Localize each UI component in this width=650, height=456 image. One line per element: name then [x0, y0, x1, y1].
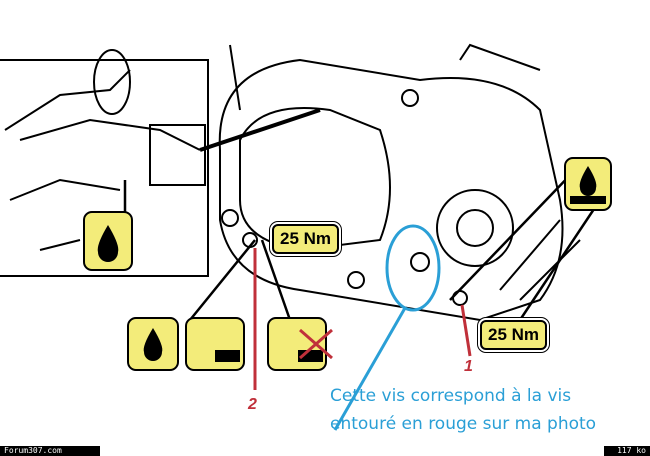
marker-1: 1 [464, 358, 473, 375]
inset-housing [149, 124, 206, 186]
seal-washer-icon [185, 317, 245, 371]
torque-label: 25 Nm [272, 224, 340, 254]
output-shaft [436, 189, 514, 267]
footer-site: Forum307.com [0, 446, 100, 456]
housing-cover [239, 107, 391, 252]
blue-circle-annotation [385, 224, 441, 312]
cross-mark-icon [299, 328, 333, 360]
torque-label: 25 Nm [480, 320, 548, 350]
caption-line-2: entouré en rouge sur ma photo [330, 414, 597, 434]
footer-size: 117 ko [604, 446, 650, 456]
red-marker-line-1 [460, 304, 472, 357]
caption-line-1: Cette vis correspond à la vis [330, 386, 572, 406]
inset-linkage [4, 69, 201, 251]
marker-2: 2 [248, 396, 257, 413]
blue-pointer-line [333, 307, 407, 431]
inset-frame [0, 59, 209, 277]
gearbox-housing [218, 58, 564, 322]
leader-lines [123, 169, 602, 321]
inset-pulley [93, 49, 131, 115]
